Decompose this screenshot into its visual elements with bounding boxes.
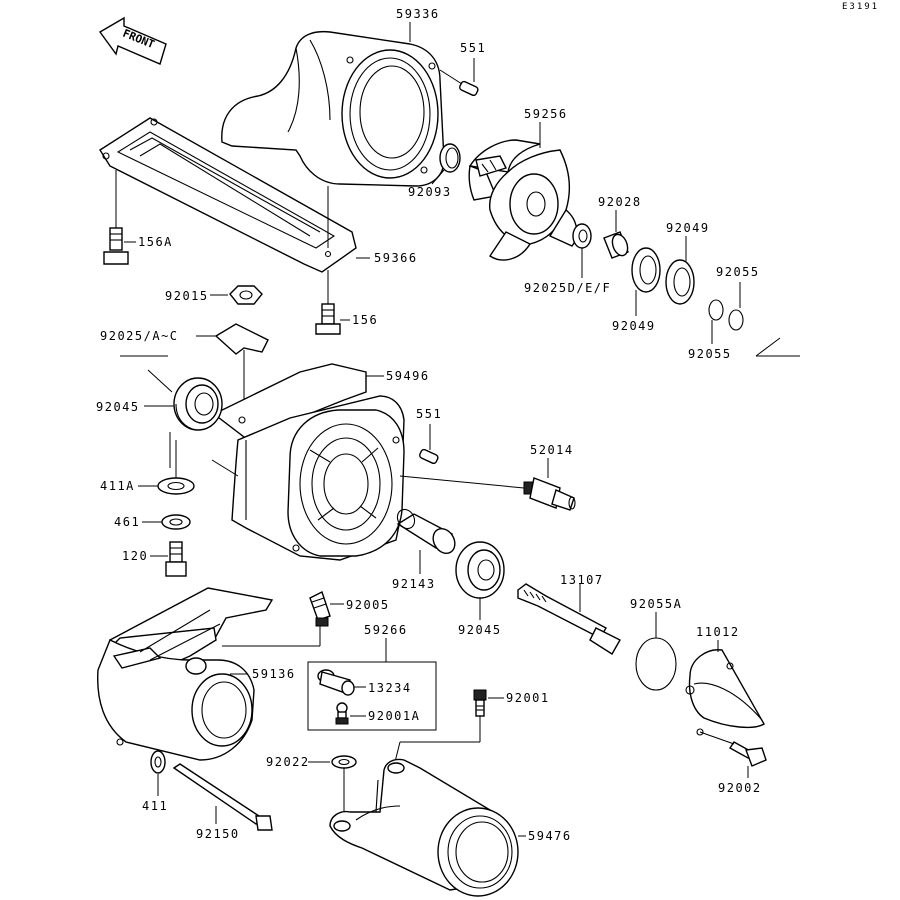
fitting-92005[interactable]	[309, 591, 331, 627]
seal-92049-inner[interactable]	[631, 247, 661, 293]
kit-box-59266	[307, 661, 437, 731]
label-92055a: 92055A	[630, 597, 682, 611]
label-59136: 59136	[252, 667, 296, 681]
label-92001: 92001	[506, 691, 550, 705]
label-156a: 156A	[138, 235, 173, 249]
steering-nozzle-59136[interactable]	[97, 587, 274, 761]
seal-92049-outer[interactable]	[665, 259, 695, 305]
label-92001a: 92001A	[368, 709, 420, 723]
label-92093: 92093	[408, 185, 452, 199]
pivot-pin-13234[interactable]	[317, 669, 355, 696]
label-52014: 52014	[530, 443, 574, 457]
label-551-middle: 551	[416, 407, 442, 421]
bolt-92002[interactable]	[728, 741, 767, 767]
drive-shaft-13107[interactable]	[517, 583, 621, 655]
pin-551-top[interactable]	[459, 80, 479, 97]
long-bolt-92150[interactable]	[172, 763, 273, 831]
lock-washer-461[interactable]	[161, 514, 191, 530]
nozzle-59476[interactable]	[329, 758, 519, 897]
o-ring-92055-left[interactable]	[708, 299, 724, 321]
o-ring-92055a[interactable]	[635, 637, 677, 691]
label-92055-upper: 92055	[716, 265, 760, 279]
fitting-52014[interactable]	[523, 477, 576, 511]
mounting-plate-59366[interactable]	[99, 117, 357, 273]
label-11012: 11012	[696, 625, 740, 639]
label-92045-upper: 92045	[96, 400, 140, 414]
label-59336: 59336	[396, 7, 440, 21]
label-120: 120	[122, 549, 148, 563]
front-arrow-icon: FRONT	[98, 16, 167, 65]
label-92049-inner: 92049	[612, 319, 656, 333]
o-ring-92055-right[interactable]	[728, 309, 744, 331]
label-92015: 92015	[165, 289, 209, 303]
washer-411a[interactable]	[157, 477, 195, 495]
label-92025-a-c: 92025/A~C	[100, 329, 179, 343]
label-92045-lower: 92045	[458, 623, 502, 637]
ring-92093[interactable]	[439, 143, 461, 173]
nut-92015[interactable]	[229, 285, 263, 305]
bolt-120[interactable]	[165, 541, 187, 577]
bolt-156a[interactable]	[103, 227, 129, 265]
label-92143: 92143	[392, 577, 436, 591]
label-156: 156	[352, 313, 378, 327]
label-59496: 59496	[386, 369, 430, 383]
label-13234: 13234	[368, 681, 412, 695]
washer-92022[interactable]	[331, 755, 357, 769]
label-92005: 92005	[346, 598, 390, 612]
label-551-top: 551	[460, 41, 486, 55]
label-461: 461	[114, 515, 140, 529]
label-59476: 59476	[528, 829, 572, 843]
label-59256: 59256	[524, 107, 568, 121]
impeller-59256[interactable]	[468, 139, 578, 261]
label-59366: 59366	[374, 251, 418, 265]
label-411a: 411A	[100, 479, 135, 493]
bearing-92045-upper[interactable]	[173, 377, 223, 431]
label-92150: 92150	[196, 827, 240, 841]
label-92025-d-e-f: 92025D/E/F	[524, 281, 611, 295]
intake-housing-59336[interactable]	[221, 30, 445, 187]
label-411: 411	[142, 799, 168, 813]
washer-92025-d-e-f[interactable]	[572, 223, 592, 249]
bolt-156[interactable]	[315, 303, 341, 335]
label-92002: 92002	[718, 781, 762, 795]
shim-92025-a-c[interactable]	[214, 323, 269, 355]
bearing-92045-lower[interactable]	[455, 541, 505, 599]
label-92022: 92022	[266, 755, 310, 769]
label-13107: 13107	[560, 573, 604, 587]
grease-fitting-92001a[interactable]	[335, 702, 349, 725]
label-92049-outer: 92049	[666, 221, 710, 235]
pump-housing-59496[interactable]	[212, 363, 405, 561]
sleeve-92143[interactable]	[394, 506, 459, 557]
bushing-92028[interactable]	[603, 231, 630, 259]
label-92028: 92028	[598, 195, 642, 209]
pin-551-middle[interactable]	[419, 448, 439, 465]
grease-fitting-92001[interactable]	[473, 689, 487, 717]
label-59266: 59266	[364, 623, 408, 637]
diagram-code: E3191	[842, 2, 879, 12]
washer-411[interactable]	[150, 750, 166, 774]
cone-cap-11012[interactable]	[685, 649, 765, 736]
label-92055-lower: 92055	[688, 347, 732, 361]
